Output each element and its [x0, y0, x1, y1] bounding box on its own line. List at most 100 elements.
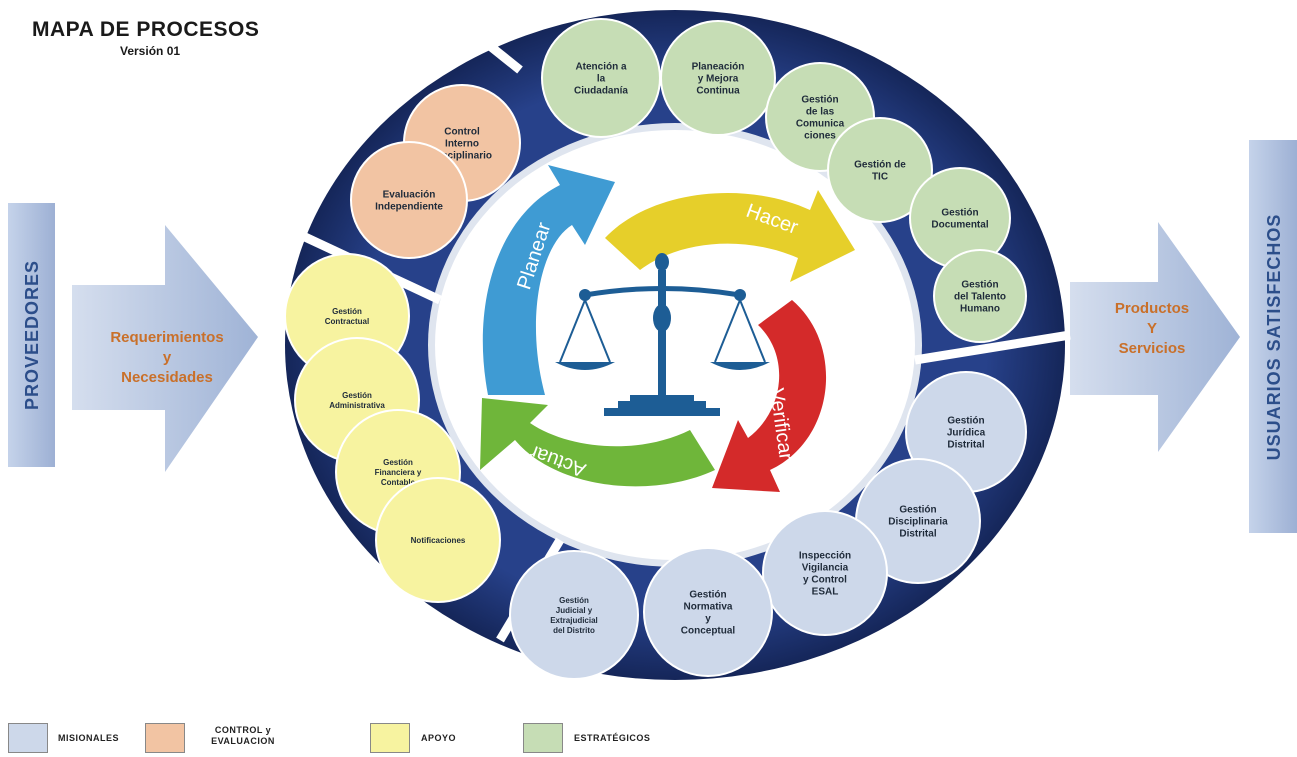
- products-label-line-1: Productos: [1115, 300, 1189, 317]
- process-misionales-0-label-line-1: Jurídica: [947, 428, 986, 439]
- process-misionales-3-label-line-0: Gestión: [689, 590, 726, 601]
- process-estrategicos-0-label-line-0: Atención a: [575, 62, 627, 73]
- process-misionales-1-label-line-0: Gestión: [899, 505, 936, 516]
- products-label-line-3: Servicios: [1119, 340, 1186, 357]
- products-arrow: [1070, 222, 1240, 452]
- process-estrategicos-0-label-line-1: la: [597, 74, 606, 85]
- process-misionales-2-label-line-1: Vigilancia: [802, 563, 849, 574]
- hacer-arrow: [605, 190, 855, 282]
- process-estrategicos-1-label-line-2: Continua: [696, 86, 740, 97]
- gap-right: [914, 330, 1071, 365]
- legend-label-misionales: MISIONALES: [58, 733, 120, 743]
- legend-swatch-estrategicos: [523, 723, 563, 753]
- process-misionales-4-bubble: [509, 550, 639, 680]
- process-estrategicos-5-label-line-0: Gestión: [961, 280, 998, 291]
- proveedores-label: PROVEEDORES: [22, 260, 42, 410]
- requirements-label-line-2: y: [163, 349, 172, 366]
- process-apoyo-1-label-line-1: Administrativa: [329, 401, 385, 410]
- process-estrategicos-1-label-line-0: Planeación: [692, 62, 745, 73]
- process-misionales-3-label-line-2: y: [705, 614, 711, 625]
- requirements-arrow: [72, 225, 258, 472]
- process-control-0-label-line-1: Interno: [445, 139, 479, 150]
- process-apoyo-0-label-line-1: Contractual: [325, 317, 369, 326]
- process-misionales-2-label-line-2: y Control: [803, 575, 847, 586]
- products-label-line-2: Y: [1147, 320, 1157, 337]
- process-misionales-0-label-line-2: Distrital: [947, 440, 984, 451]
- process-misionales-3-bubble: [643, 547, 773, 677]
- process-misionales-0-label-line-0: Gestión: [947, 416, 984, 427]
- process-apoyo-1-label-line-0: Gestión: [342, 391, 372, 400]
- process-misionales-3-label-line-1: Normativa: [684, 602, 733, 613]
- page-title: MAPA DE PROCESOS: [32, 18, 260, 41]
- page-version: Versión 01: [120, 44, 181, 58]
- process-misionales-4-label-line-3: del Distrito: [553, 626, 595, 635]
- process-misionales-4-label-line-2: Extrajudicial: [550, 616, 598, 625]
- actuar-arrow: [480, 398, 715, 487]
- process-apoyo-3-label-line-0: Notificaciones: [411, 536, 466, 545]
- planear-arrow: [482, 165, 615, 395]
- process-estrategicos-5-label-line-1: del Talento: [954, 292, 1006, 303]
- process-misionales-4-label-line-1: Judicial y: [556, 606, 593, 615]
- process-estrategicos-2-label-line-1: de las: [806, 107, 835, 118]
- process-misionales-4-label-line-0: Gestión: [559, 596, 589, 605]
- process-misionales-3-label-line-3: Conceptual: [681, 626, 736, 637]
- process-estrategicos-3-bubble: [827, 117, 933, 223]
- legend-swatch-apoyo: [370, 723, 410, 753]
- verificar-arrow: [712, 300, 827, 492]
- phva-cycle: Planear Hacer Verificar Actuar: [480, 165, 855, 492]
- process-estrategicos-5-bubble: [933, 249, 1027, 343]
- process-apoyo-2-label-line-1: Financiera y: [375, 468, 422, 477]
- process-estrategicos-4-label-line-1: Documental: [931, 220, 988, 231]
- legend: MISIONALES CONTROL y EVALUACION APOYO ES…: [8, 723, 708, 753]
- legend-swatch-control: [145, 723, 185, 753]
- process-estrategicos-4-label-line-0: Gestión: [941, 208, 978, 219]
- process-control-0-label-line-0: Control: [444, 127, 480, 138]
- process-apoyo-2-label-line-2: Contable: [381, 478, 416, 487]
- process-misionales-2-bubble: [762, 510, 888, 636]
- usuarios-bar: [1249, 140, 1297, 533]
- gap-top: [467, 26, 523, 74]
- process-estrategicos-5-label-line-2: Humano: [960, 304, 1000, 315]
- process-estrategicos-1-bubble: [660, 20, 776, 136]
- process-control-1-label-line-1: Independiente: [375, 202, 443, 213]
- process-estrategicos-3-label-line-0: Gestión de: [854, 160, 906, 171]
- process-control-1-label-line-0: Evaluación: [383, 190, 436, 201]
- requirements-label-line-3: Necesidades: [121, 369, 213, 386]
- legend-swatch-misionales: [8, 723, 48, 753]
- process-apoyo-3-bubble: [375, 477, 501, 603]
- process-estrategicos-3-label-line-1: TIC: [872, 172, 888, 183]
- usuarios-label: USUARIOS SATISFECHOS: [1264, 214, 1284, 461]
- process-apoyo-3: Notificaciones: [375, 477, 501, 603]
- legend-label-estrategicos: ESTRATÉGICOS: [574, 733, 651, 743]
- process-apoyo-2-label-line-0: Gestión: [383, 458, 413, 467]
- requirements-label-line-1: Requerimientos: [110, 329, 223, 346]
- process-estrategicos-2-label-line-2: Comunica: [796, 119, 845, 130]
- process-estrategicos-1-label-line-1: y Mejora: [698, 74, 739, 85]
- process-estrategicos-2-label-line-0: Gestión: [801, 95, 838, 106]
- process-misionales-1-label-line-2: Distrital: [899, 529, 936, 540]
- process-misionales-1-label-line-1: Disciplinaria: [888, 517, 948, 528]
- process-misionales-2-label-line-3: ESAL: [812, 587, 839, 598]
- legend-label-control: CONTROL y EVALUACION: [211, 725, 275, 746]
- process-estrategicos-2-label-line-3: ciones: [804, 131, 836, 142]
- process-apoyo-0-label-line-0: Gestión: [332, 307, 362, 316]
- process-misionales-2-label-line-0: Inspección: [799, 551, 851, 562]
- proveedores-bar: [8, 203, 55, 467]
- scale-of-justice-icon: [555, 253, 770, 416]
- process-control-1-bubble: [350, 141, 468, 259]
- process-control-0-label-line-2: Disciplinario: [432, 151, 492, 162]
- process-estrategicos-0-label-line-2: Ciudadanía: [574, 86, 628, 97]
- legend-label-apoyo: APOYO: [421, 733, 457, 743]
